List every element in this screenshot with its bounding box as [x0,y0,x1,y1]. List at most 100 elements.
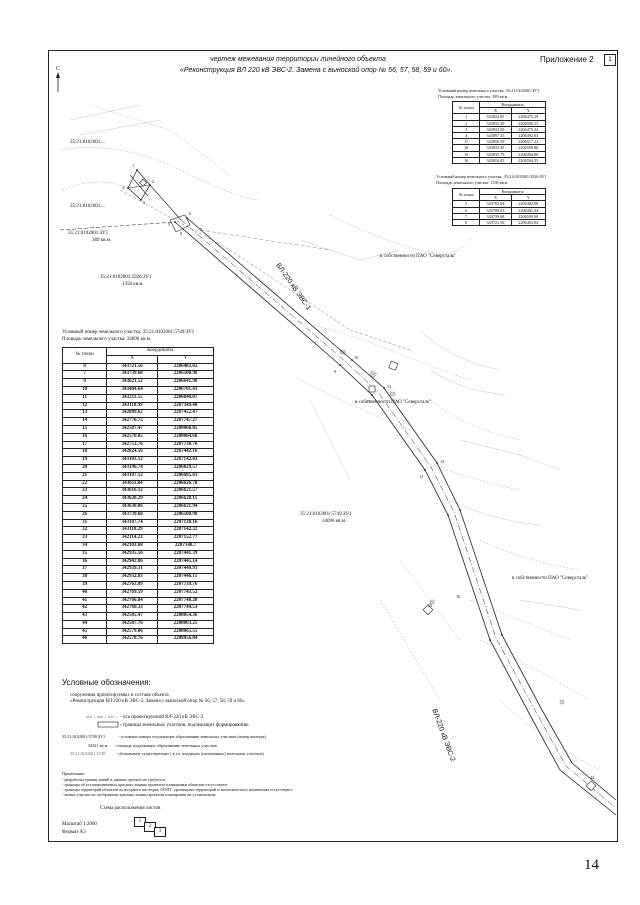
note: - разработка границ линий в данном проек… [62,777,166,782]
point-label: 12 [387,384,392,389]
col-header-y: Y [510,194,547,202]
legend-item: - границы земельных участков, подлежащих… [120,723,249,728]
parcel1-area: 389 кв.м [92,238,110,243]
cell-y: 2208056.84 [157,635,214,645]
point-label: 9 [334,369,337,374]
cell-point: 2 [451,119,481,127]
legend-intro: сооружения проектируемых в составе объек… [70,693,169,698]
col-header-coords: Координаты [479,100,546,109]
cell-y: 2206494.00 [510,150,547,158]
cell-point: 1 [451,113,481,121]
point-label: 10 [354,355,359,360]
table3-caption: Условный номер земельного участка: 35:21… [62,330,195,335]
point-label: 3 [143,200,146,205]
note: - границы территорий объектов культурног… [62,787,293,792]
drawing-title-line2: «Реконструкция ВЛ 220 кВ ЭВС-2. Замена с… [180,67,453,74]
cell-y: 2206441.04 [510,206,547,214]
table2-caption: Площадь земельного участка: 1358 кв.м [436,180,508,185]
legend-item: - площадь подлежащих образованию земельн… [114,743,217,748]
legend-code: 35:21:0102001:5749 [70,751,105,756]
table1-caption: Условный номер земельного участка: 35:21… [438,88,540,93]
legend-item: - условные номера подлежащих образованию… [118,734,266,739]
point-label: 13 [419,474,424,479]
point-label: 16 [456,594,461,599]
cell-point: 17 [451,138,481,146]
point-label: 5 [168,222,171,227]
scheme-title: Схема расположения листов [100,806,161,811]
cell-y: 2206504.35 [510,156,547,165]
cell-point: 4 [451,131,481,140]
cell-y: 2206492.03 [510,131,547,140]
appendix-label: Приложение 2 [540,55,594,64]
point-label: 2 [152,179,155,184]
cell-y: 2206483.82 [510,218,547,227]
parcel3-id: 35:21:0102001:5749:ЗУ1 [300,512,352,517]
cell-point: 19 [451,150,481,158]
format-label: Формат А3 [62,830,86,835]
table2-caption: Условный номер земельного участка: 35:21… [436,174,547,179]
cell-point: 3 [451,125,481,134]
legend-code: 35:21:0102001:5749:ЗУ1 [62,734,106,739]
parcel1-id: 35:21:0102001:ЗУ1 [68,231,109,236]
cell-point: 16 [451,156,481,165]
drawing-sheet [48,50,618,842]
point-label: 44 [590,775,595,780]
col-header-point: № точки [451,100,481,115]
cell-point: 8 [451,218,481,227]
cell-y: 2206482.98 [510,200,547,208]
cell-point: 5 [451,200,481,208]
col-header-coords: Координаты [479,187,546,196]
cell-point: 18 [451,144,481,152]
table3-caption: Площадь земельного участка: 34096 кв.м. [62,337,152,342]
legend-intro: «Реконструкция ВЛ 220 кВ ЭВС-2. Замена с… [70,699,245,704]
owner-label: в собственности ПАО "Северсталь" [355,400,432,405]
point-label: 1 [132,163,135,168]
point-label: 7 [200,227,203,232]
point-label: 8 [180,231,183,236]
cell-point: 7 [451,212,481,221]
cell-y: 2206517.22 [510,138,547,146]
drawing-title-line1: чертеж межевания территории линейного об… [210,56,386,63]
scale-label: Масштаб 1:2000 [62,822,97,827]
scheme-sheet-3: 3 [154,827,166,837]
point-label: 11 [366,399,371,404]
cell-y: 2206500.25 [510,119,547,127]
note: - границы об устанавливаемых красных лин… [62,782,228,787]
owner-label: в собственности ПАО "Северсталь" [512,576,589,581]
cell-point: 6 [451,206,481,214]
legend-item: - ось проектируемой ВЛ-220 кВ ЭВС-2 [120,715,204,720]
cell-y: 2206500.90 [510,212,547,221]
parcel2-id: 35:21:0102001:5926:ЗУ1 [100,275,152,280]
legend-title: Условные обозначения: [62,678,151,687]
cell-y: 2206509.86 [510,144,547,152]
appendix-sheet-number: 1 [604,54,616,66]
parcel2-area: 1358 кв.м. [122,282,144,287]
table1-caption: Площадь земельного участка: 389 кв.м [438,94,508,99]
legend-code: 34321 кв.м. [88,743,109,748]
point-label: 6 [189,211,192,216]
note: - новые участки не отображены красные ли… [62,792,216,797]
left-parcel-id: 35:21:0102001:... [70,140,106,145]
cell-point: 46 [61,635,108,645]
left-parcel-id: 35:21:0102001:... [70,204,106,209]
cell-y: 2206475.29 [510,113,547,121]
